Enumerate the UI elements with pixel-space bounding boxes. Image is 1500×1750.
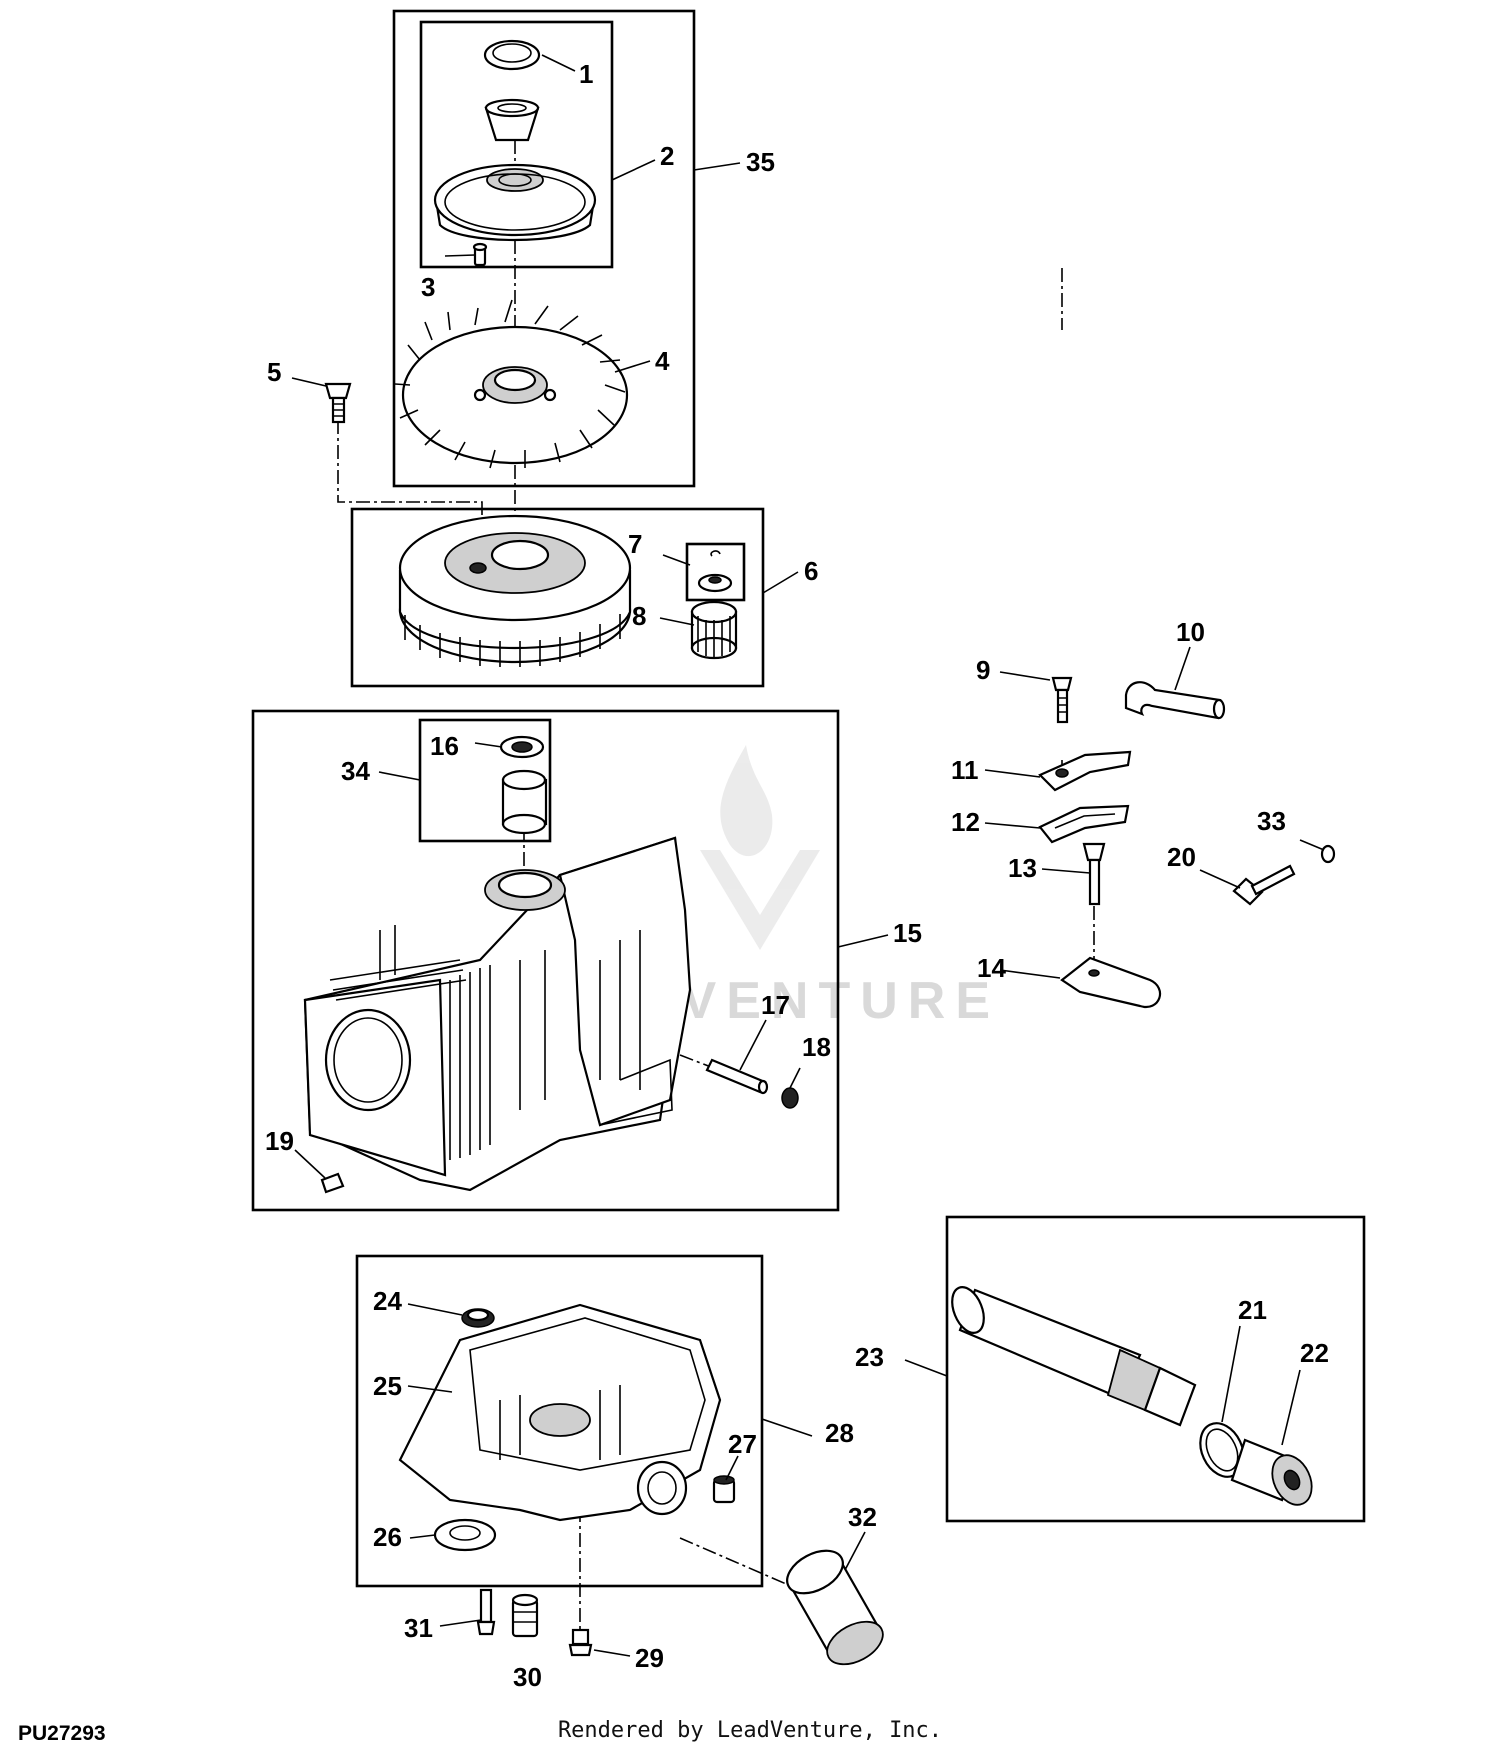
part-13-bolt bbox=[1082, 842, 1106, 906]
group-box-7 bbox=[685, 542, 746, 602]
callout-4: 4 bbox=[655, 346, 670, 376]
callout-19: 19 bbox=[265, 1126, 294, 1156]
part-1-cap bbox=[483, 39, 541, 71]
callout-15: 15 bbox=[893, 918, 922, 948]
group-box-2 bbox=[419, 20, 614, 269]
part-17-pin bbox=[705, 1058, 769, 1095]
callout-27: 27 bbox=[728, 1429, 757, 1459]
callout-32: 32 bbox=[848, 1502, 877, 1532]
callout-13: 13 bbox=[1008, 853, 1037, 883]
callout-23: 23 bbox=[855, 1342, 884, 1372]
part-31-bolt bbox=[476, 1588, 496, 1636]
part-23-tube bbox=[951, 1286, 1197, 1427]
part-22-cap bbox=[1230, 1438, 1313, 1506]
callout-1: 1 bbox=[579, 59, 593, 89]
watermark-logo bbox=[700, 745, 820, 950]
callout-34: 34 bbox=[341, 756, 370, 786]
part-3-screw bbox=[472, 242, 488, 267]
callout-9: 9 bbox=[976, 655, 990, 685]
part-15-engine-block bbox=[303, 836, 692, 1192]
part-33-washer bbox=[1320, 844, 1336, 864]
callout-22: 22 bbox=[1300, 1338, 1329, 1368]
callout-labels: 1 2 3 4 5 6 7 8 9 10 11 12 13 14 15 16 1… bbox=[265, 59, 1329, 1692]
part-19-pin bbox=[320, 1172, 345, 1194]
part-5-bolt bbox=[324, 382, 352, 424]
figure-id: PU27293 bbox=[18, 1722, 106, 1745]
callout-35: 35 bbox=[746, 147, 775, 177]
part-10-tube bbox=[1124, 681, 1226, 720]
callout-30: 30 bbox=[513, 1662, 542, 1692]
callout-28: 28 bbox=[825, 1418, 854, 1448]
callout-12: 12 bbox=[951, 807, 980, 837]
part-24-plug bbox=[461, 1308, 495, 1328]
part-4-fan bbox=[394, 299, 629, 469]
part-12-gasket bbox=[1038, 804, 1130, 844]
callout-33: 33 bbox=[1257, 806, 1286, 836]
callout-31: 31 bbox=[404, 1613, 433, 1643]
part-11-bracket bbox=[1038, 750, 1132, 792]
part-34-bushing bbox=[501, 769, 548, 835]
group-box-28 bbox=[355, 1254, 764, 1588]
part-32-oil-filter bbox=[786, 1549, 884, 1666]
callout-8: 8 bbox=[632, 601, 646, 631]
callout-29: 29 bbox=[635, 1643, 664, 1673]
callout-2: 2 bbox=[660, 141, 674, 171]
callout-3: 3 bbox=[421, 272, 435, 302]
centerline-32 bbox=[679, 1537, 801, 1591]
callout-17: 17 bbox=[761, 990, 790, 1020]
part-flywheel bbox=[398, 514, 632, 667]
callout-21: 21 bbox=[1238, 1295, 1267, 1325]
part-18-nut bbox=[781, 1087, 799, 1109]
render-credit: Rendered by LeadVenture, Inc. bbox=[557, 1718, 943, 1743]
part-8-gear bbox=[690, 600, 738, 660]
part-25-crankcase-cover bbox=[398, 1303, 722, 1522]
callout-26: 26 bbox=[373, 1522, 402, 1552]
callout-14: 14 bbox=[977, 953, 1006, 983]
part-30-plug bbox=[511, 1593, 539, 1638]
part-16-seal bbox=[499, 735, 545, 759]
part-27-plug bbox=[712, 1475, 736, 1504]
part-29-plug bbox=[568, 1628, 593, 1657]
part-26-seal bbox=[433, 1518, 497, 1552]
callout-6: 6 bbox=[804, 556, 818, 586]
callout-7: 7 bbox=[628, 529, 642, 559]
part-14-plate bbox=[1060, 956, 1161, 1009]
leader-lines bbox=[291, 54, 1325, 1657]
part-21-o-ring bbox=[1199, 1422, 1245, 1478]
callout-10: 10 bbox=[1176, 617, 1205, 647]
callout-16: 16 bbox=[430, 731, 459, 761]
callout-25: 25 bbox=[373, 1371, 402, 1401]
part-9-bolt bbox=[1051, 676, 1073, 724]
group-box-15 bbox=[251, 709, 840, 1212]
part-cup bbox=[484, 98, 540, 142]
part-2-screen bbox=[433, 163, 597, 242]
callout-5: 5 bbox=[267, 357, 281, 387]
callout-18: 18 bbox=[802, 1032, 831, 1062]
group-box-6 bbox=[350, 507, 765, 688]
part-7-key bbox=[697, 550, 733, 593]
group-box-23 bbox=[945, 1215, 1366, 1523]
part-20-bolt bbox=[1232, 864, 1296, 906]
group-box-35 bbox=[392, 9, 696, 488]
callout-20: 20 bbox=[1167, 842, 1196, 872]
group-box-34 bbox=[418, 718, 552, 843]
callout-24: 24 bbox=[373, 1286, 402, 1316]
callout-11: 11 bbox=[951, 755, 979, 785]
